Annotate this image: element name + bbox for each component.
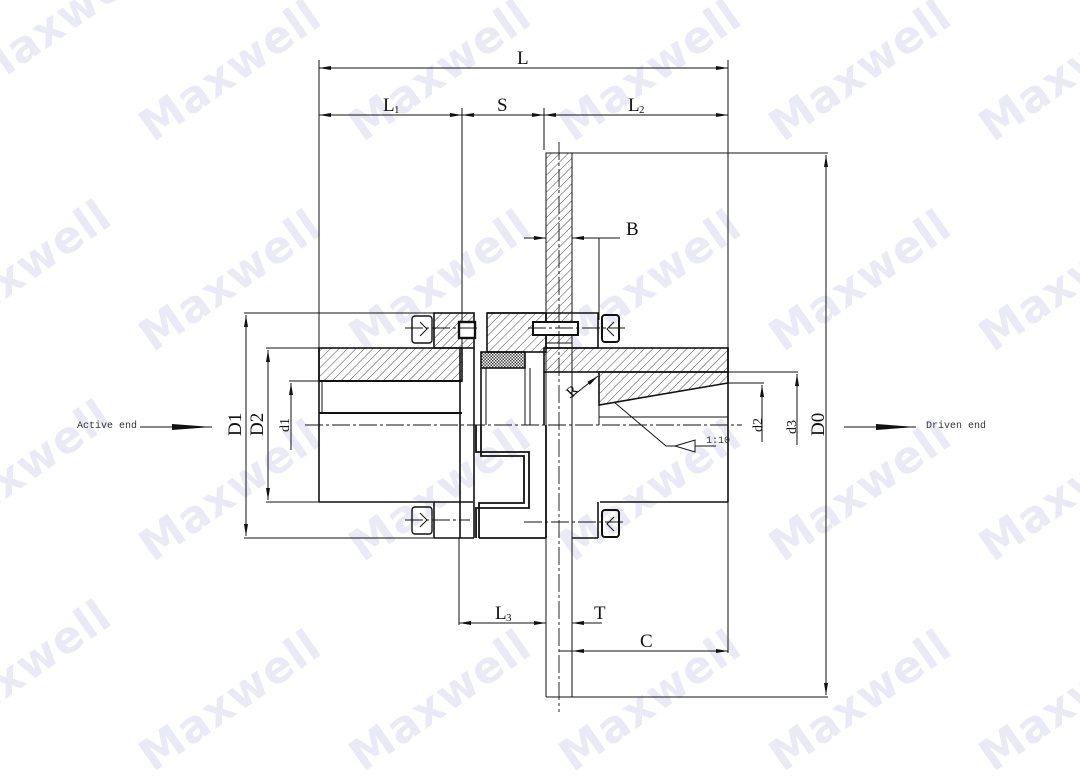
label-L1: L xyxy=(383,95,395,116)
dimension-d2 xyxy=(728,382,764,442)
label-L: L xyxy=(517,48,529,69)
elastomer-spider xyxy=(480,351,531,425)
dimension-labels: L L 1 S L 2 B L 3 T C D1 D2 d1 d2 d3 D0 … xyxy=(77,48,986,652)
label-d3: d3 xyxy=(785,420,800,434)
label-L3: L xyxy=(495,603,507,624)
label-L2: L xyxy=(628,95,640,116)
coupling-drawing: L L 1 S L 2 B L 3 T C D1 D2 d1 d2 d3 D0 … xyxy=(77,48,986,712)
label-L2-sub: 2 xyxy=(639,104,645,116)
bolt-lower-right xyxy=(601,509,620,538)
dimension-d1 xyxy=(289,380,322,450)
label-d2: d2 xyxy=(751,418,766,432)
dimension-D2 xyxy=(266,347,319,503)
label-active-end: Active end xyxy=(77,420,137,432)
dimension-L3 xyxy=(458,538,546,625)
label-d1: d1 xyxy=(278,418,293,432)
dimension-d3 xyxy=(728,371,799,445)
bolt-upper-right xyxy=(532,314,620,343)
left-hub xyxy=(318,312,475,539)
label-L1-sub: 1 xyxy=(394,104,400,116)
right-hub xyxy=(486,312,729,539)
dimension-L1-S-L2 xyxy=(319,108,728,350)
label-D2: D2 xyxy=(247,413,268,436)
label-T: T xyxy=(594,603,606,624)
label-L3-sub: 3 xyxy=(506,612,512,624)
label-S: S xyxy=(497,95,508,116)
center-lines xyxy=(305,142,742,712)
bolt-upper-left xyxy=(411,315,477,344)
label-C: C xyxy=(640,631,653,652)
dimension-B xyxy=(524,236,620,320)
label-D0: D0 xyxy=(808,413,829,436)
bolt-lower-left xyxy=(411,506,433,535)
label-B: B xyxy=(626,219,639,240)
radius-leader xyxy=(569,375,599,399)
taper-leader xyxy=(613,401,716,453)
label-taper: 1:10 xyxy=(706,436,730,447)
label-D1: D1 xyxy=(225,413,246,436)
dimension-D1 xyxy=(244,312,434,539)
label-driven-end: Driven end xyxy=(926,420,986,432)
jaw-profile xyxy=(475,425,547,539)
dimension-C xyxy=(559,502,729,653)
label-radius: R xyxy=(564,382,582,400)
